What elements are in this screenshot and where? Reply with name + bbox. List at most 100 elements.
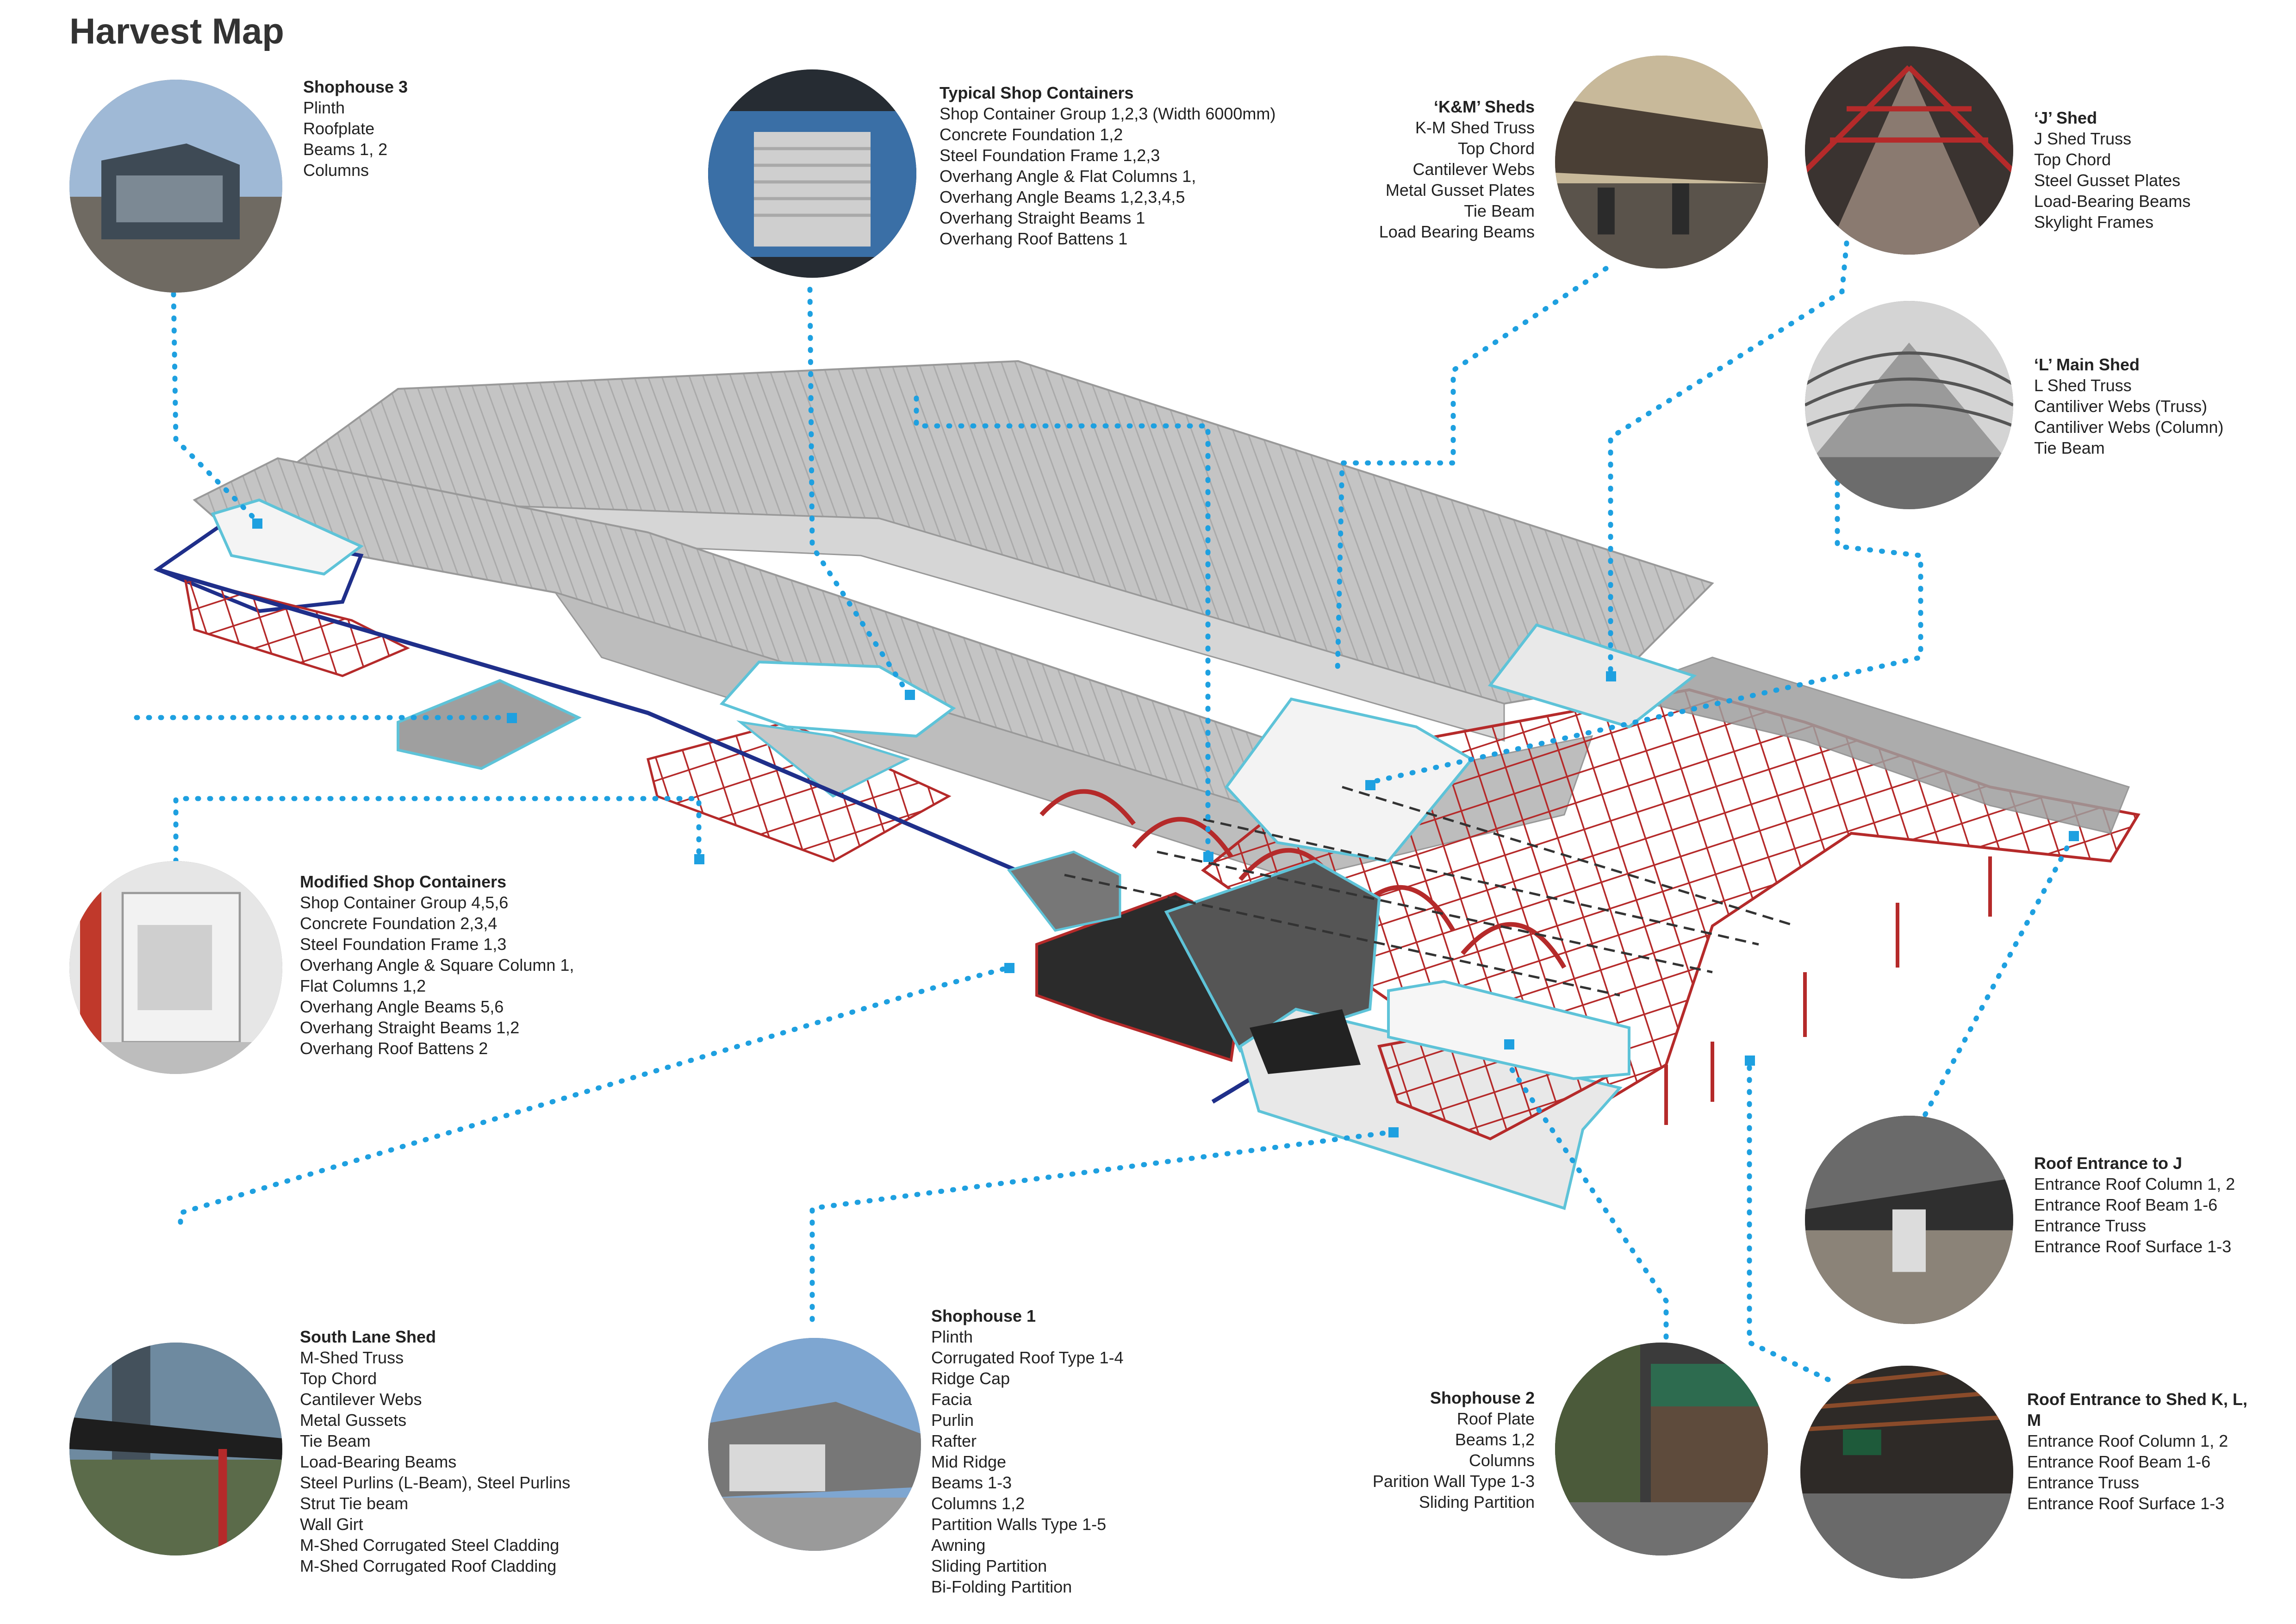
callout-item: Top Chord [1457, 139, 1535, 158]
photo-shophouse-3 [69, 80, 282, 293]
callout-l-main-shed: ‘L’ Main Shed L Shed Truss Cantiliver We… [2034, 354, 2223, 458]
callout-item: Parition Wall Type 1-3 [1372, 1472, 1535, 1491]
callout-roof-entrance-j: Roof Entrance to J Entrance Roof Column … [2034, 1153, 2235, 1257]
photo-shophouse-1 [708, 1338, 921, 1551]
callout-item: Overhang Angle Beams 5,6 [300, 997, 504, 1016]
callout-item: Concrete Foundation 1,2 [940, 125, 1123, 144]
callout-roof-entrance-klm: Roof Entrance to Shed K, L, M Entrance R… [2027, 1389, 2259, 1514]
upper-shed-roof [295, 360, 1714, 742]
callout-km-sheds: ‘K&M’ Sheds K-M Shed Truss Top Chord Can… [1379, 96, 1535, 242]
callout-heading: Shophouse 2 [1430, 1388, 1535, 1407]
callout-heading: ‘J’ Shed [2034, 108, 2097, 127]
page-title: Harvest Map [69, 11, 284, 51]
callout-item: Beams 1, 2 [303, 140, 388, 159]
callout-item: Steel Purlins (L-Beam), Steel Purlins [300, 1473, 571, 1492]
callout-item: Cantilever Webs [1412, 160, 1535, 179]
photo-roof-entrance-klm [1800, 1366, 2013, 1579]
lower-shed-roof [193, 457, 1593, 881]
callout-item: Overhang Straight Beams 1 [940, 208, 1145, 227]
red-steel-frame [1039, 656, 2140, 1125]
callout-item: Load-Bearing Beams [2034, 192, 2191, 211]
callout-item: Rafter [931, 1431, 977, 1450]
callout-item: Corrugated Roof Type 1-4 [931, 1348, 1124, 1367]
callout-item: Beams 1-3 [931, 1473, 1012, 1492]
typical-container-roof-highlight [719, 660, 956, 738]
km-shed-roof-highlight [1225, 697, 1474, 863]
callout-item: M-Shed Corrugated Roof Cladding [300, 1556, 557, 1575]
callout-item: Ridge Cap [931, 1369, 1010, 1388]
callout-item: Bi-Folding Partition [931, 1577, 1072, 1596]
callout-item: Shop Container Group 1,2,3 (Width 6000mm… [940, 104, 1276, 123]
callout-item: Overhang Angle Beams 1,2,3,4,5 [940, 187, 1185, 206]
callout-item: Steel Foundation Frame 1,2,3 [940, 146, 1160, 165]
callout-item: Strut Tie beam [300, 1494, 409, 1513]
callout-shophouse-3: Shophouse 3 Plinth Roofplate Beams 1, 2 … [303, 76, 408, 181]
photo-roof-entrance-j [1805, 1116, 2013, 1324]
callout-item: Wall Girt [300, 1515, 363, 1534]
callout-item: Entrance Roof Column 1, 2 [2027, 1431, 2228, 1450]
shophouses-1-2 [1238, 980, 1632, 1210]
callout-item: Entrance Roof Column 1, 2 [2034, 1174, 2235, 1193]
callout-item: Sliding Partition [1419, 1493, 1535, 1512]
callout-item: Plinth [931, 1327, 973, 1346]
callout-item: Partition Walls Type 1-5 [931, 1515, 1107, 1534]
callout-item: Awning [931, 1536, 986, 1555]
callout-j-shed: ‘J’ Shed J Shed Truss Top Chord Steel Gu… [2034, 107, 2190, 232]
callout-heading: ‘L’ Main Shed [2034, 355, 2140, 374]
callout-item: Top Chord [300, 1369, 377, 1388]
callout-item: Entrance Truss [2027, 1473, 2140, 1492]
callout-item: Columns [1468, 1451, 1535, 1470]
callout-item: Skylight Frames [2034, 212, 2154, 231]
j-shed-roof-highlight [1487, 623, 1697, 729]
callout-item: Entrance Truss [2034, 1216, 2147, 1235]
callout-item: Steel Gusset Plates [2034, 171, 2181, 190]
callout-item: M-Shed Corrugated Steel Cladding [300, 1536, 560, 1555]
leader-lines [134, 240, 2076, 1382]
callout-heading: Typical Shop Containers [940, 83, 1134, 102]
callout-item: Load-Bearing Beams [300, 1452, 457, 1471]
photo-south-lane-shed [69, 1343, 282, 1555]
callout-south-lane-shed: South Lane Shed M-Shed Truss Top Chord C… [300, 1326, 570, 1576]
callout-item: Mid Ridge [931, 1452, 1007, 1471]
callout-heading: South Lane Shed [300, 1327, 436, 1346]
callout-item: Sliding Partition [931, 1556, 1047, 1575]
callout-item: Top Chord [2034, 150, 2111, 169]
callout-item: Concrete Foundation 2,3,4 [300, 914, 498, 933]
callout-item: Beams 1,2 [1455, 1430, 1535, 1449]
callout-shophouse-2: Shophouse 2 Roof Plate Beams 1,2 Columns… [1373, 1387, 1535, 1512]
callout-heading: Modified Shop Containers [300, 872, 506, 891]
callout-heading: ‘K&M’ Sheds [1433, 97, 1535, 116]
photo-shophouse-2 [1555, 1343, 1768, 1555]
callout-heading: Shophouse 1 [931, 1306, 1036, 1325]
callout-item: Entrance Roof Surface 1-3 [2027, 1494, 2225, 1513]
callout-item: Entrance Roof Surface 1-3 [2034, 1237, 2232, 1256]
callout-item: Cantiliver Webs (Truss) [2034, 397, 2208, 416]
photo-l-main-shed [1805, 301, 2013, 509]
callout-item: L Shed Truss [2034, 376, 2132, 395]
callout-item: Purlin [931, 1411, 974, 1430]
callout-item: Shop Container Group 4,5,6 [300, 893, 509, 912]
callout-item: Cantilever Webs [300, 1390, 422, 1409]
callout-item: J Shed Truss [2034, 129, 2132, 148]
callout-item: Steel Foundation Frame 1,3 [300, 935, 507, 954]
callout-item: Overhang Angle & Square Column 1, [300, 956, 574, 974]
callout-shophouse-1: Shophouse 1 Plinth Corrugated Roof Type … [931, 1305, 1124, 1597]
callout-item: Load Bearing Beams [1379, 222, 1535, 241]
callout-item: Overhang Roof Battens 2 [300, 1039, 488, 1058]
photo-j-shed [1805, 46, 2013, 255]
callout-item: Plinth [303, 98, 345, 117]
callout-item: Entrance Roof Beam 1-6 [2027, 1452, 2211, 1471]
callout-heading: Roof Entrance to Shed K, L, M [2027, 1390, 2248, 1430]
callout-heading: Shophouse 3 [303, 77, 408, 96]
callout-typical-shop-containers: Typical Shop Containers Shop Container G… [940, 82, 1276, 249]
callout-item: Roofplate [303, 119, 375, 138]
photo-km-sheds [1555, 56, 1768, 269]
callout-item: Metal Gusset Plates [1385, 181, 1535, 200]
callout-item: Metal Gussets [300, 1411, 407, 1430]
callout-item: Tie Beam [2034, 438, 2105, 457]
photo-modified-shop-containers [69, 861, 282, 1074]
callout-item: Columns [303, 161, 369, 180]
callout-item: Columns 1,2 [931, 1494, 1025, 1513]
callout-item: Flat Columns 1,2 [300, 976, 426, 995]
south-lane-shed [1007, 850, 1381, 1062]
